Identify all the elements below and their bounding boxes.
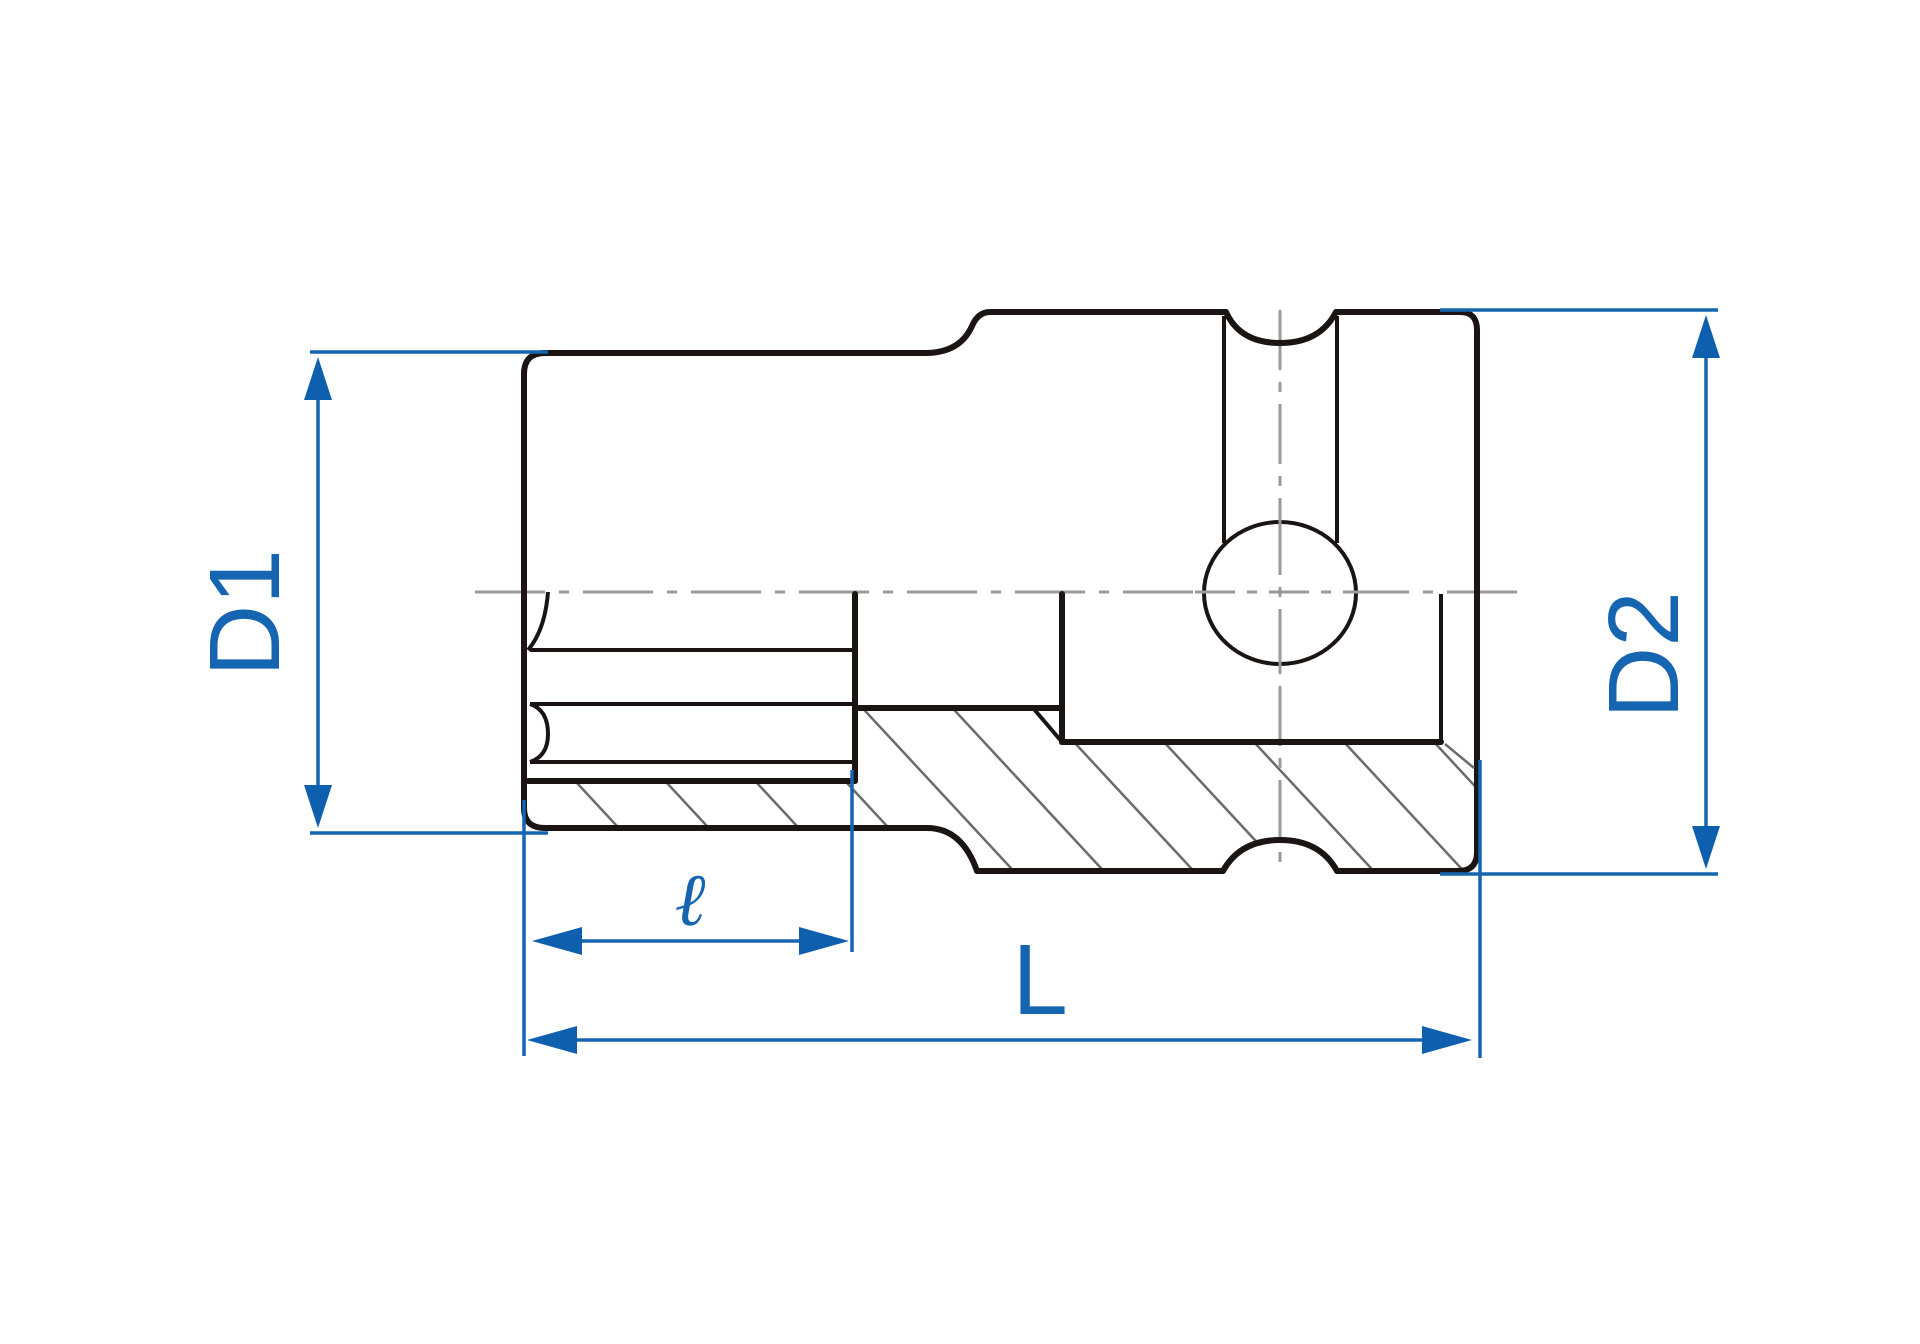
d1-arrow-down-icon bbox=[304, 785, 332, 828]
l-total-arrow-left-icon bbox=[527, 1026, 577, 1054]
l-small-arrow-left-icon bbox=[532, 927, 582, 955]
drive-cavity-chamfer bbox=[1444, 743, 1475, 769]
dimension-socket-depth: ℓ bbox=[522, 770, 854, 1056]
d1-label: D1 bbox=[189, 549, 301, 677]
section-hatching bbox=[528, 708, 1476, 871]
d2-label: D2 bbox=[1588, 591, 1700, 719]
dimension-d1: D1 bbox=[189, 350, 548, 835]
dimension-overall-length: L bbox=[527, 760, 1482, 1058]
l-total-label: L bbox=[1012, 924, 1068, 1036]
l-small-arrow-right-icon bbox=[799, 927, 849, 955]
d2-arrow-up-icon bbox=[1692, 315, 1720, 358]
d1-arrow-up-icon bbox=[304, 357, 332, 400]
inner-step-chamfer bbox=[1031, 706, 1064, 744]
l-small-label: ℓ bbox=[675, 857, 706, 943]
dimension-d2: D2 bbox=[1440, 308, 1720, 876]
l-total-arrow-right-icon bbox=[1422, 1026, 1472, 1054]
d2-arrow-down-icon bbox=[1692, 826, 1720, 869]
socket-outline bbox=[521, 309, 1480, 874]
bore-profile-curve-mid bbox=[529, 702, 551, 764]
bore-profile-curve-top bbox=[526, 591, 550, 652]
